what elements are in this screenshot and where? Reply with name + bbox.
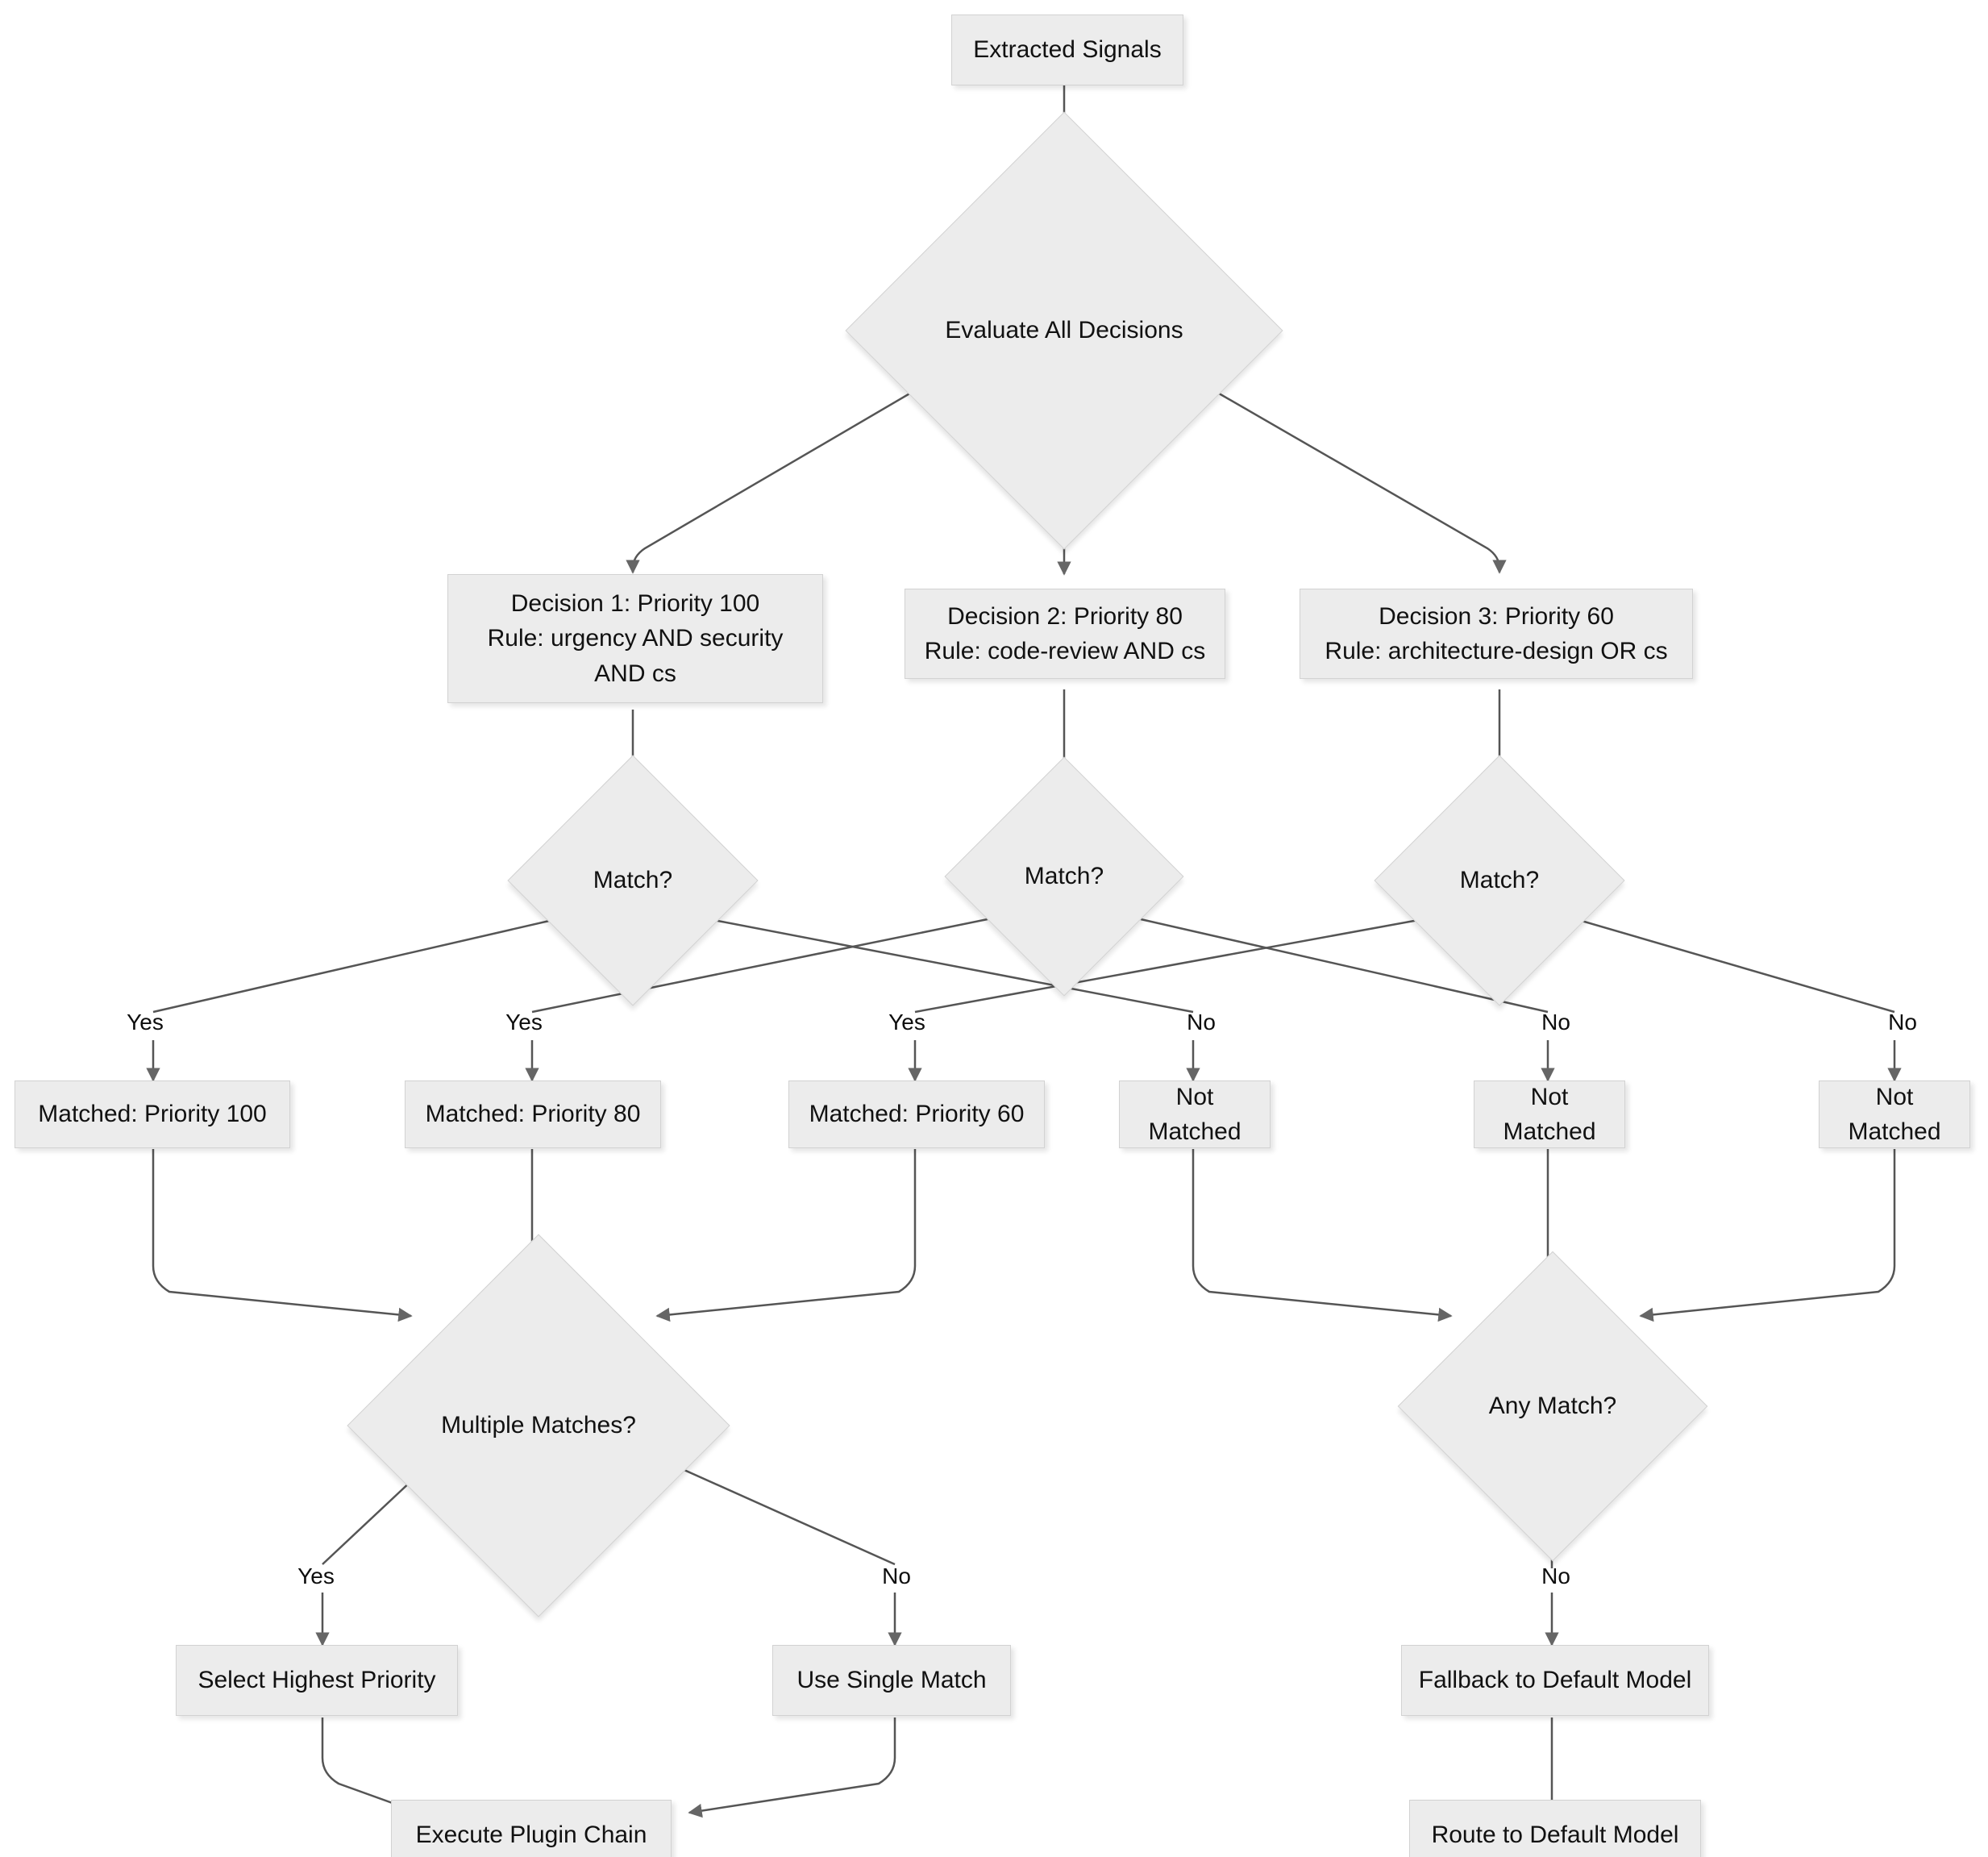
edge-label-multiple-matches-no: No — [882, 1563, 911, 1588]
edge-label-yes-1: Yes — [127, 1010, 164, 1035]
node-multiple-matches[interactable]: Multiple Matches? — [347, 1234, 730, 1618]
node-route-to-default-model[interactable]: Route to Default Model — [1409, 1800, 1701, 1857]
edge-nm3-to-am — [1639, 1149, 1896, 1322]
edge-label-no-3: No — [1888, 1010, 1917, 1035]
node-label: Multiple Matches? — [441, 1412, 636, 1439]
node-label: Extracted Signals — [973, 36, 1162, 64]
node-label: Any Match? — [1488, 1393, 1617, 1420]
node-decision-3[interactable]: Decision 3: Priority 60 Rule: architectu… — [1300, 589, 1693, 679]
edge-nm1-to-am — [1192, 1149, 1453, 1322]
edge-evaluate-to-d1 — [626, 365, 956, 574]
node-label: Decision 2: Priority 80 Rule: code-revie… — [924, 602, 1206, 665]
node-match-1[interactable]: Match? — [507, 755, 759, 1006]
node-label: Matched: Priority 80 — [425, 1101, 641, 1128]
edge-match1-yes — [152, 918, 557, 1014]
edge-label-no-2: No — [1541, 1010, 1570, 1035]
node-match-2[interactable]: Match? — [944, 756, 1184, 997]
node-not-matched-3[interactable]: Not Matched — [1819, 1080, 1970, 1148]
node-label: Use Single Match — [796, 1667, 987, 1694]
node-label: Fallback to Default Model — [1418, 1667, 1692, 1694]
edge-m60-to-mm — [655, 1149, 917, 1322]
node-label: Not Matched — [1848, 1083, 1941, 1146]
node-decision-2[interactable]: Decision 2: Priority 80 Rule: code-revie… — [905, 589, 1225, 679]
edge-single-to-exec — [688, 1718, 896, 1818]
edge-label-yes-2: Yes — [505, 1010, 543, 1035]
edge-label-any-match-no: No — [1541, 1563, 1570, 1588]
edge-evaluate-to-d3 — [1172, 365, 1507, 574]
node-label: Decision 3: Priority 60 Rule: architectu… — [1325, 602, 1668, 665]
node-label: Decision 1: Priority 100 Rule: urgency A… — [487, 589, 784, 687]
edge-m100-to-mm — [152, 1149, 413, 1322]
node-any-match[interactable]: Any Match? — [1397, 1251, 1708, 1562]
node-matched-priority-80[interactable]: Matched: Priority 80 — [405, 1080, 661, 1148]
node-matched-priority-60[interactable]: Matched: Priority 60 — [788, 1080, 1045, 1148]
node-label: Matched: Priority 60 — [809, 1101, 1025, 1128]
node-label: Not Matched — [1503, 1083, 1596, 1146]
node-label: Execute Plugin Chain — [415, 1822, 647, 1849]
edge-label-multiple-matches-yes: Yes — [297, 1563, 335, 1588]
node-fallback-to-default-model[interactable]: Fallback to Default Model — [1401, 1645, 1709, 1716]
node-label: Not Matched — [1148, 1083, 1241, 1146]
node-match-3[interactable]: Match? — [1374, 755, 1625, 1006]
edge-label-yes-3: Yes — [888, 1010, 925, 1035]
node-label: Select Highest Priority — [198, 1667, 436, 1694]
node-not-matched-2[interactable]: Not Matched — [1474, 1080, 1625, 1148]
node-label: Evaluate All Decisions — [945, 317, 1183, 344]
node-label: Route to Default Model — [1431, 1822, 1679, 1849]
edge-select-to-exec — [321, 1718, 421, 1815]
node-execute-plugin-chain[interactable]: Execute Plugin Chain — [391, 1800, 672, 1857]
node-use-single-match[interactable]: Use Single Match — [772, 1645, 1011, 1716]
edge-match3-no — [1575, 918, 1895, 1014]
node-matched-priority-100[interactable]: Matched: Priority 100 — [15, 1080, 290, 1148]
node-label: Matched: Priority 100 — [38, 1101, 267, 1128]
node-label: Match? — [1459, 867, 1540, 894]
node-label: Match? — [593, 867, 673, 894]
node-evaluate-all-decisions[interactable]: Evaluate All Decisions — [845, 111, 1283, 550]
node-not-matched-1[interactable]: Not Matched — [1119, 1080, 1271, 1148]
node-extracted-signals[interactable]: Extracted Signals — [951, 15, 1183, 85]
edge-label-no-1: No — [1187, 1010, 1216, 1035]
node-label: Match? — [1024, 863, 1104, 890]
node-select-highest-priority[interactable]: Select Highest Priority — [176, 1645, 458, 1716]
node-decision-1[interactable]: Decision 1: Priority 100 Rule: urgency A… — [447, 574, 823, 703]
